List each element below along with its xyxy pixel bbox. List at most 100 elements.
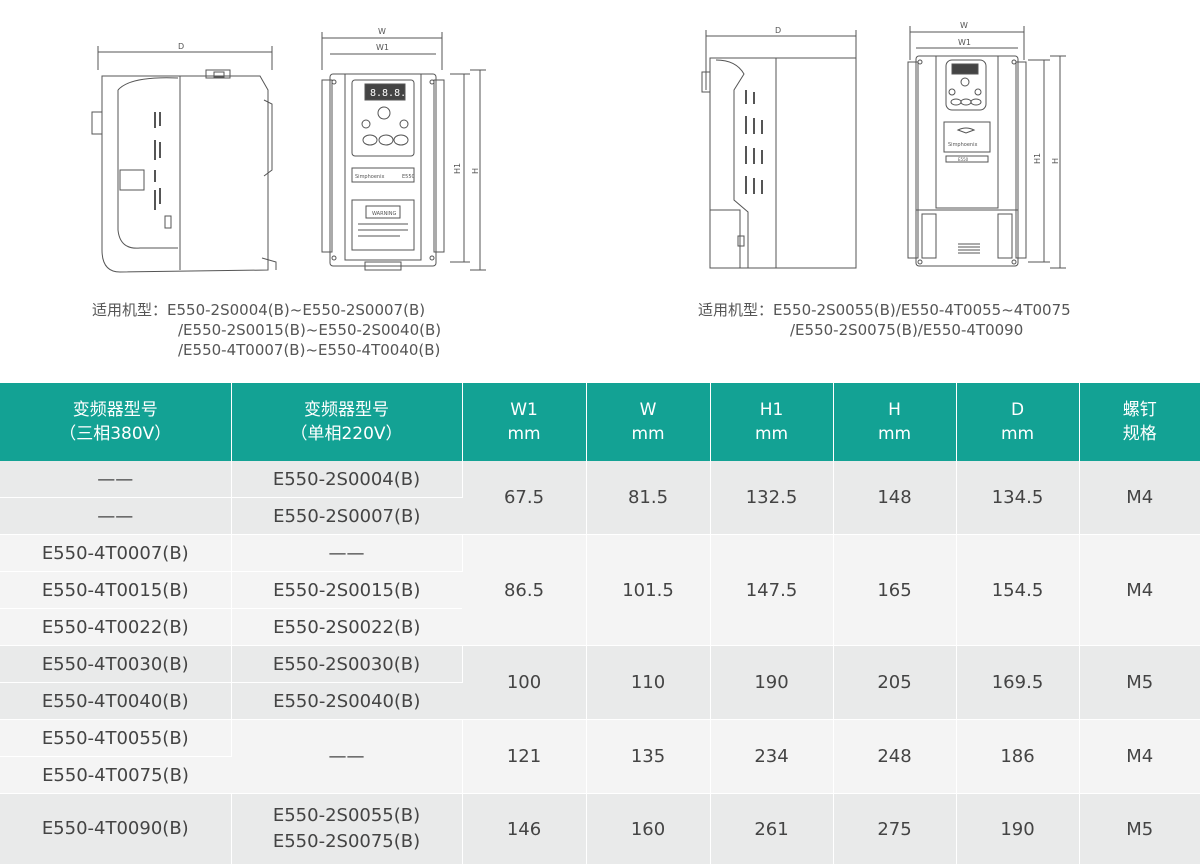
header-three-phase-model: 变频器型号（三相380V） (0, 383, 232, 461)
side-view (701, 57, 857, 269)
h1-cell: 132.5 (710, 461, 834, 535)
dimension-w1: W1 (330, 43, 436, 55)
table-row: E550-4T0090(B) E550-2S0055(B)E550-2S0075… (0, 793, 1200, 865)
h1-cell: 147.5 (710, 534, 834, 646)
d-cell: 186 (956, 719, 1080, 794)
single-phase-model-cell: E550-2S0030(B) (231, 645, 463, 683)
w-cell: 135 (586, 719, 711, 794)
table-row: —— E550-2S0004(B) 67.5 81.5 132.5 148 13… (0, 461, 1200, 535)
svg-text:H1: H1 (453, 163, 462, 174)
h-cell: 248 (833, 719, 957, 794)
w1-cell: 100 (462, 645, 587, 720)
single-phase-model-cell: —— (231, 719, 463, 794)
three-phase-model-cell: E550-4T0040(B) (0, 682, 232, 720)
w-cell: 160 (586, 793, 711, 865)
models-line: E550-2S0004(B)~E550-2S0007(B) (167, 301, 426, 319)
w1-cell: 67.5 (462, 461, 587, 535)
models-line: /E550-2S0075(B)/E550-4T0090 (790, 321, 1024, 339)
w-cell: 101.5 (586, 534, 711, 646)
three-phase-model-cell: E550-4T0007(B) (0, 534, 232, 572)
dimension-h: H (470, 69, 486, 271)
h1-cell: 261 (710, 793, 834, 865)
three-phase-model-cell: E550-4T0075(B) (0, 756, 231, 794)
svg-text:W: W (960, 21, 968, 30)
svg-text:W1: W1 (958, 38, 971, 47)
single-phase-model-cell: E550-2S0055(B)E550-2S0075(B) (231, 793, 463, 865)
svg-text:Simphoenix: Simphoenix (948, 142, 977, 148)
d-cell: 154.5 (956, 534, 1080, 646)
svg-text:Simphoenix: Simphoenix (355, 174, 384, 180)
side-view (91, 69, 277, 273)
svg-text:H: H (1051, 158, 1060, 164)
h-cell: 275 (833, 793, 957, 865)
svg-text:D: D (178, 42, 184, 51)
models-label: 适用机型： (698, 301, 774, 319)
w-cell: 110 (586, 645, 711, 720)
single-phase-model-cell: —— (231, 534, 463, 572)
svg-text:E550: E550 (958, 157, 969, 162)
dimension-drawing-large-frame: D (640, 0, 1200, 300)
models-line: /E550-2S0015(B)~E550-2S0040(B) (178, 321, 442, 339)
dimension-w1: W1 (916, 38, 1018, 49)
table-row: E550-4T0022(B) E550-2S0022(B) (0, 608, 1200, 646)
dimension-h1: H1 (1028, 59, 1050, 263)
screw-cell: M4 (1079, 461, 1200, 535)
h-cell: 148 (833, 461, 957, 535)
screw-cell: M5 (1079, 793, 1200, 865)
table-row: —— E550-2S0007(B) (0, 497, 1200, 535)
screw-cell: M4 (1079, 534, 1200, 646)
single-phase-model-cell: E550-2S0022(B) (231, 608, 462, 646)
w-cell: 81.5 (586, 461, 711, 535)
three-phase-model-cell: E550-4T0090(B) (0, 793, 232, 865)
single-phase-model-cell: E550-2S0007(B) (231, 497, 462, 535)
w1-cell: 146 (462, 793, 587, 865)
screw-cell: M4 (1079, 719, 1200, 794)
three-phase-model-cell: —— (0, 461, 232, 498)
screw-cell: M5 (1079, 645, 1200, 720)
svg-text:H1: H1 (1033, 153, 1042, 164)
svg-text:H: H (471, 168, 480, 174)
models-label: 适用机型： (92, 301, 168, 319)
three-phase-model-cell: E550-4T0022(B) (0, 608, 232, 646)
h1-cell: 190 (710, 645, 834, 720)
w1-cell: 121 (462, 719, 587, 794)
h-cell: 205 (833, 645, 957, 720)
svg-text:E550: E550 (402, 174, 415, 180)
single-phase-model-cell: E550-2S0004(B) (231, 461, 463, 498)
models-line: E550-2S0055(B)/E550-4T0055~4T0075 (773, 301, 1071, 319)
front-view: Simphoenix E550 (907, 55, 1027, 267)
applicable-models-large: 适用机型：E550-2S0055(B)/E550-4T0055~4T0075 /… (698, 300, 1071, 340)
h1-cell: 234 (710, 719, 834, 794)
svg-text:8.8.8.8: 8.8.8.8 (370, 88, 412, 99)
three-phase-model-cell: —— (0, 497, 232, 535)
table-row: E550-4T0075(B) (0, 756, 1200, 794)
dimension-h1: H1 (450, 73, 470, 263)
single-phase-model-cell: E550-2S0040(B) (231, 682, 462, 720)
applicable-models-small: 适用机型：E550-2S0004(B)~E550-2S0007(B) /E550… (92, 300, 441, 360)
h-cell: 165 (833, 534, 957, 646)
d-cell: 190 (956, 793, 1080, 865)
table-row: E550-4T0040(B) E550-2S0040(B) (0, 682, 1200, 720)
dimension-h: H (1050, 55, 1066, 269)
dimension-w: W (321, 27, 443, 70)
svg-text:W1: W1 (376, 43, 389, 52)
dimension-drawing-small-frame: D (0, 0, 560, 300)
three-phase-model-cell: E550-4T0030(B) (0, 645, 232, 683)
svg-text:D: D (775, 26, 781, 35)
w1-cell: 86.5 (462, 534, 587, 646)
header-screw-spec: 螺钉规格 (1079, 383, 1200, 461)
table-row: E550-4T0015(B) E550-2S0015(B) (0, 571, 1200, 609)
table-row: E550-4T0030(B) E550-2S0030(B) 100 110 19… (0, 645, 1200, 720)
svg-text:W: W (378, 27, 386, 36)
table-row: E550-4T0055(B) —— 121 135 234 248 186 M4 (0, 719, 1200, 794)
front-view: 8.8.8.8 Simphoenix E550 WARNING (321, 73, 445, 271)
d-cell: 134.5 (956, 461, 1080, 535)
header-single-phase-model: 变频器型号（单相220V） (231, 383, 463, 461)
